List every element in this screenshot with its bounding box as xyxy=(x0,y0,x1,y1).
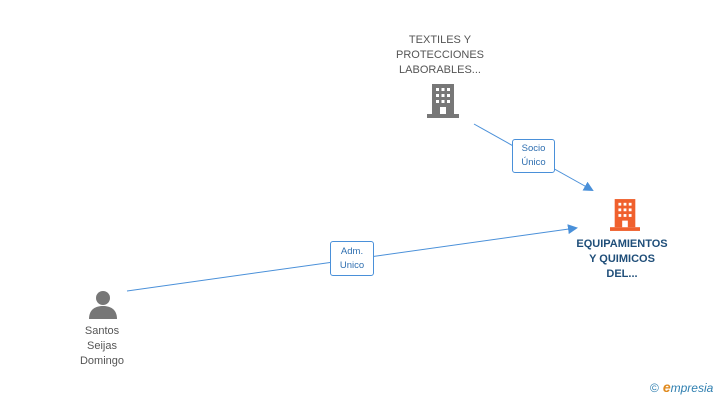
edge-socio-line-1: Socio xyxy=(521,143,546,154)
node-santos-line-3: Domingo xyxy=(79,355,125,367)
edge-label-adm-unico[interactable]: Adm. Unico xyxy=(330,241,374,276)
person-icon xyxy=(89,291,117,319)
edge-socio-line-2: Único xyxy=(521,157,546,168)
edge-adm-line-1: Adm. xyxy=(340,246,364,257)
copyright-icon: © xyxy=(650,381,659,395)
node-textiles-line-2: PROTECCIONES xyxy=(395,49,484,61)
node-santos-label: Santos Seijas Domingo xyxy=(62,324,142,369)
brand-initial: e xyxy=(662,379,671,395)
building-icon xyxy=(610,199,640,231)
node-equipamientos-line-2: Y QUIMICOS xyxy=(589,253,655,265)
node-equipamientos-label: EQUIPAMIENTOS Y QUIMICOS DEL... xyxy=(560,237,684,282)
node-textiles-line-3: LABORABLES... xyxy=(399,64,481,76)
node-santos-line-1: Santos xyxy=(84,325,120,337)
node-equipamientos-line-3: DEL... xyxy=(606,268,638,280)
building-icon xyxy=(427,84,459,118)
node-textiles-line-1: TEXTILES Y xyxy=(408,34,472,46)
node-textiles-label: TEXTILES Y PROTECCIONES LABORABLES... xyxy=(380,33,500,78)
edge-label-socio-unico[interactable]: Socio Único xyxy=(512,139,555,173)
brand-name: mpresia xyxy=(670,381,714,395)
edge-adm-line-2: Unico xyxy=(339,260,365,271)
empresia-watermark[interactable]: ©empresia xyxy=(650,379,713,395)
node-equipamientos-line-1: EQUIPAMIENTOS xyxy=(576,238,668,250)
node-santos-line-2: Seijas xyxy=(87,340,117,352)
